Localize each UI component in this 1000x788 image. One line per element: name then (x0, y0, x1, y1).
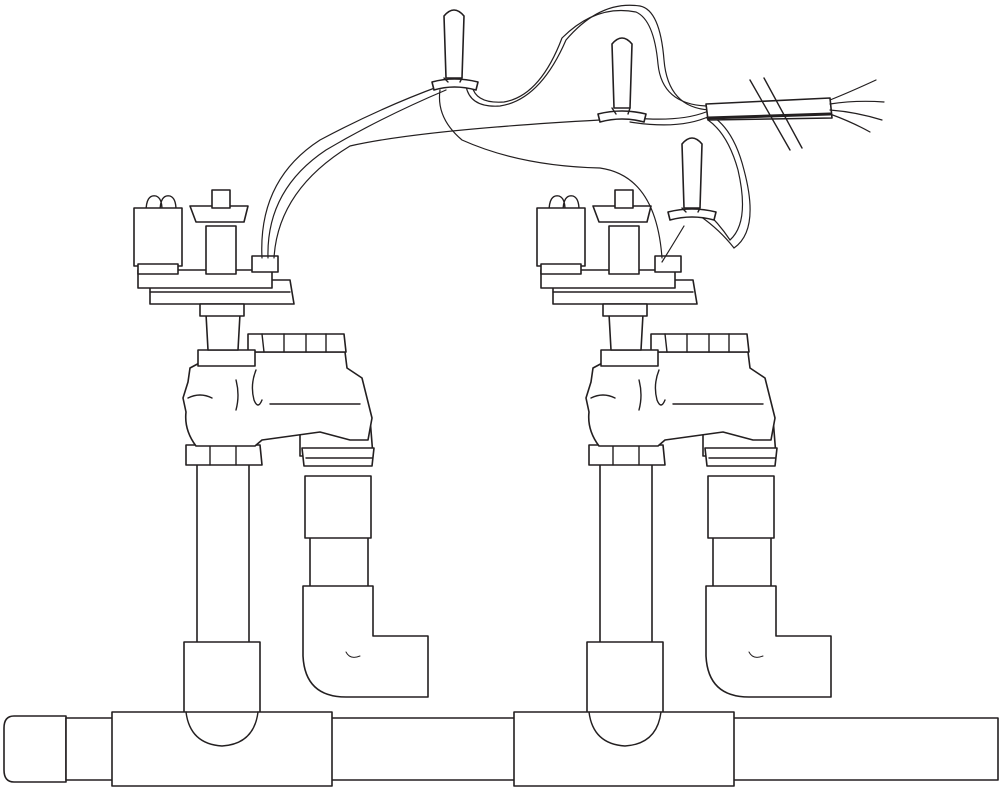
wiring (261, 4, 751, 263)
wire-connector (431, 9, 479, 91)
pipe-tee (183, 641, 261, 719)
solenoid (133, 195, 183, 275)
valve-assembly-left (133, 189, 429, 719)
multi-wire-cable (705, 77, 885, 151)
anti-siphon-valve (137, 189, 375, 467)
solenoid (536, 195, 586, 275)
outlet-pipe (705, 475, 832, 698)
anti-siphon-valve (540, 189, 778, 467)
riser-pipe (599, 461, 653, 663)
wire-connector (597, 37, 647, 123)
riser-pipe (196, 461, 250, 663)
pipe-tee (586, 641, 664, 719)
main-supply-pipe (3, 711, 999, 787)
wire-connector (667, 137, 717, 221)
valve-assembly-right (536, 189, 832, 719)
outlet-pipe (302, 475, 429, 698)
